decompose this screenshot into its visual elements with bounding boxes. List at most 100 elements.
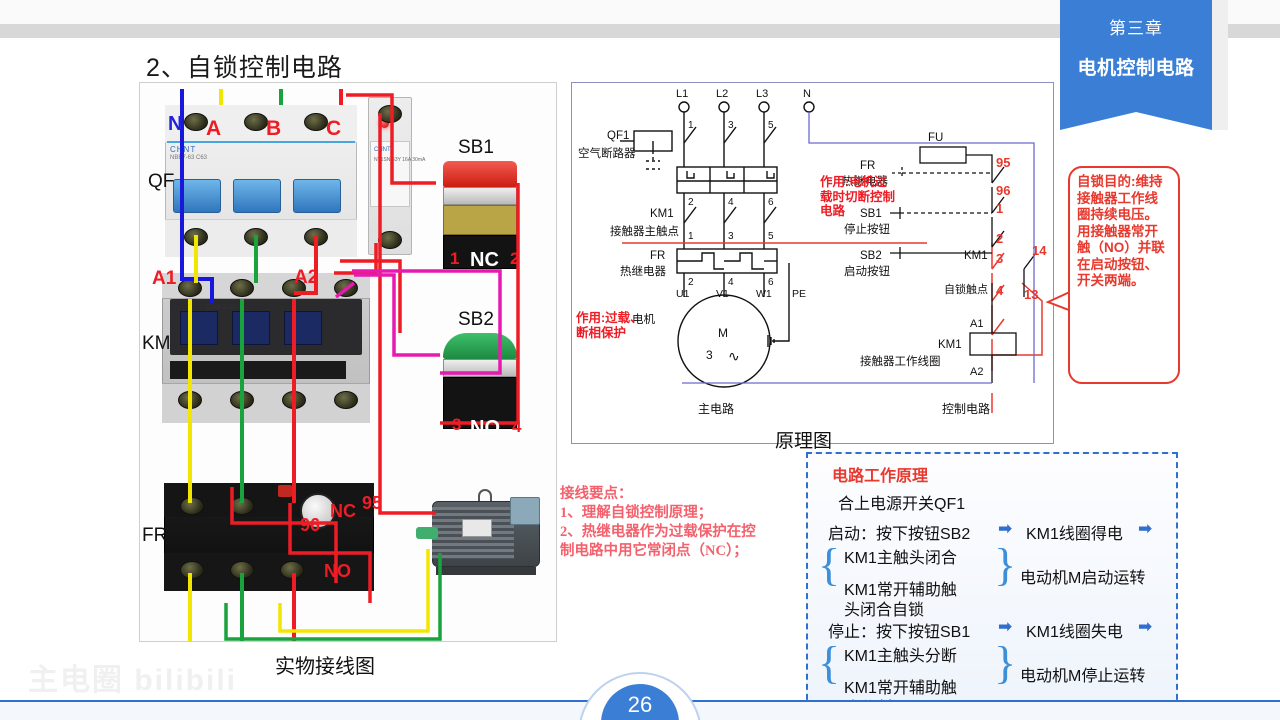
label-qf1-name: 空气断路器	[578, 146, 636, 160]
label-km1-main-name: 接触器主触点	[610, 224, 679, 238]
label-a2: A2	[294, 267, 319, 288]
arrow-right-icon: ➡	[1138, 617, 1153, 636]
label-control-circuit: 控制电路	[942, 401, 990, 416]
page-title: 2、自锁控制电路	[146, 54, 343, 82]
label-a1: A1	[970, 318, 983, 330]
label-km1-coil-name: 接触器工作线圈	[860, 354, 941, 368]
svg-text:4: 4	[728, 277, 734, 288]
num-3: 3	[996, 251, 1003, 266]
breaker-blue-stripe	[167, 141, 355, 143]
note-fr-main: 作用:过载、断相保护	[576, 311, 643, 340]
svg-text:W1: W1	[756, 288, 772, 300]
terminal-screw	[280, 561, 304, 579]
terminal-screw	[230, 497, 254, 515]
label-qf: QF	[148, 171, 175, 192]
svg-text:1: 1	[688, 120, 694, 131]
label-terminal-1: 1	[450, 249, 460, 268]
terminal-screw	[304, 113, 328, 131]
num-2: 2	[996, 231, 1003, 246]
motor-shaft	[416, 527, 438, 539]
principle-start-result: KM1线圈得电	[1026, 526, 1123, 543]
label-96: 96	[300, 515, 321, 535]
contactor-label-strip	[170, 361, 346, 379]
chapter-banner: 第三章 电机控制电路	[1060, 0, 1212, 130]
svg-text:3: 3	[728, 231, 734, 242]
label-fr: FR	[142, 525, 168, 546]
rcd-brand: CHNT	[374, 147, 391, 153]
schematic-caption: 原理图	[775, 431, 833, 452]
arrow-right-icon: ➡	[1138, 519, 1153, 538]
label-no-sb2: NO	[470, 417, 500, 439]
motor-nameplate	[462, 519, 492, 537]
top-grey-strip	[0, 24, 1280, 38]
sb1-chrome-ring	[443, 187, 517, 205]
label-n: N	[168, 113, 183, 135]
terminal-screw	[334, 279, 358, 297]
label-fr-no: NO	[324, 561, 351, 581]
banner-shadow	[1212, 0, 1228, 130]
label-fr-nc: NC	[330, 501, 356, 521]
terminal-screw	[282, 391, 306, 409]
label-terminal-4: 4	[512, 417, 522, 436]
key-points-line-1: 1、理解自锁控制原理；	[560, 505, 713, 521]
svg-text:V1: V1	[716, 288, 729, 300]
relay-reset-button[interactable]	[278, 485, 292, 497]
key-points-line-3: 制电路中用它常闭点（NC）；	[560, 543, 748, 559]
principle-title: 电路工作原理	[832, 468, 929, 485]
chapter-number: 第三章	[1109, 19, 1163, 38]
breaker-lever-2[interactable]	[233, 179, 281, 213]
terminal-screw	[178, 279, 202, 297]
key-points-line-2: 2、热继电器作为过载保护在控	[560, 524, 756, 540]
principle-box: 电路工作原理 合上电源开关QF1 启动：按下按钮SB2 ➡ KM1线圈得电 ➡ …	[806, 452, 1178, 717]
svg-text:6: 6	[768, 277, 774, 288]
contactor-blue-block	[232, 311, 270, 345]
svg-text:6: 6	[768, 197, 774, 208]
sb2-green-cap[interactable]	[443, 333, 517, 359]
principle-stop-result: KM1线圈失电	[1026, 624, 1123, 641]
label-sb1: SB1	[860, 208, 882, 220]
label-l2: L2	[716, 88, 728, 100]
motor-lifting-hook	[478, 489, 492, 501]
num-14: 14	[1032, 243, 1047, 258]
label-km1-coil: KM1	[938, 339, 962, 351]
label-sb1-name: 停止按钮	[844, 222, 890, 236]
callout-tail	[1045, 289, 1074, 313]
sb1-yellow-holder	[443, 205, 517, 235]
terminal-screw	[230, 561, 254, 579]
label-l1: L1	[676, 88, 688, 100]
label-pe: PE	[792, 288, 806, 300]
watermark: 主电圈 bilibili	[28, 664, 237, 697]
svg-text:1: 1	[688, 231, 694, 242]
breaker-lever-1[interactable]	[173, 179, 221, 213]
brace-right-start: {	[994, 539, 1017, 590]
principle-stop-label: 停止：按下按钮SB1	[828, 624, 971, 641]
key-points-title: 接线要点：	[560, 486, 633, 502]
num-1: 1	[996, 201, 1003, 216]
svg-text:4: 4	[728, 197, 734, 208]
breaker-brand: CHNT	[170, 145, 197, 154]
motor-terminal-box	[510, 497, 540, 525]
label-terminal-3: 3	[452, 415, 462, 434]
contactor-blue-block	[284, 311, 322, 345]
label-motor-name: 电机	[632, 312, 655, 326]
label-nc-sb1: NC	[470, 249, 499, 271]
principle-start-outcome: 电动机M启动运转	[1020, 570, 1146, 587]
rcd-model: NT1SN-63Y 16A 30mA	[374, 157, 426, 163]
key-points-block: 接线要点： 1、理解自锁控制原理； 2、热继电器作为过载保护在控 制电路中用它常…	[560, 485, 810, 561]
label-fr-aux: FR	[860, 160, 875, 172]
label-phase-b: B	[266, 117, 282, 140]
label-fr-main-name: 热继电器	[620, 265, 666, 278]
terminal-screw	[378, 231, 402, 249]
motor-base	[436, 567, 536, 575]
sb1-red-cap[interactable]	[443, 161, 517, 187]
terminal-screw	[304, 228, 328, 246]
breaker-lever-3[interactable]	[293, 179, 341, 213]
svg-text:5: 5	[768, 120, 774, 131]
label-fr-aux-name: 热继电器	[842, 175, 888, 188]
terminal-screw	[180, 497, 204, 515]
wiring-photo-panel: CHNT NBE7-63 C63 CHNT NT1SN-63Y 16A 30mA…	[139, 82, 557, 642]
label-km1-main: KM1	[650, 208, 674, 220]
label-phase-a: A	[206, 117, 222, 140]
